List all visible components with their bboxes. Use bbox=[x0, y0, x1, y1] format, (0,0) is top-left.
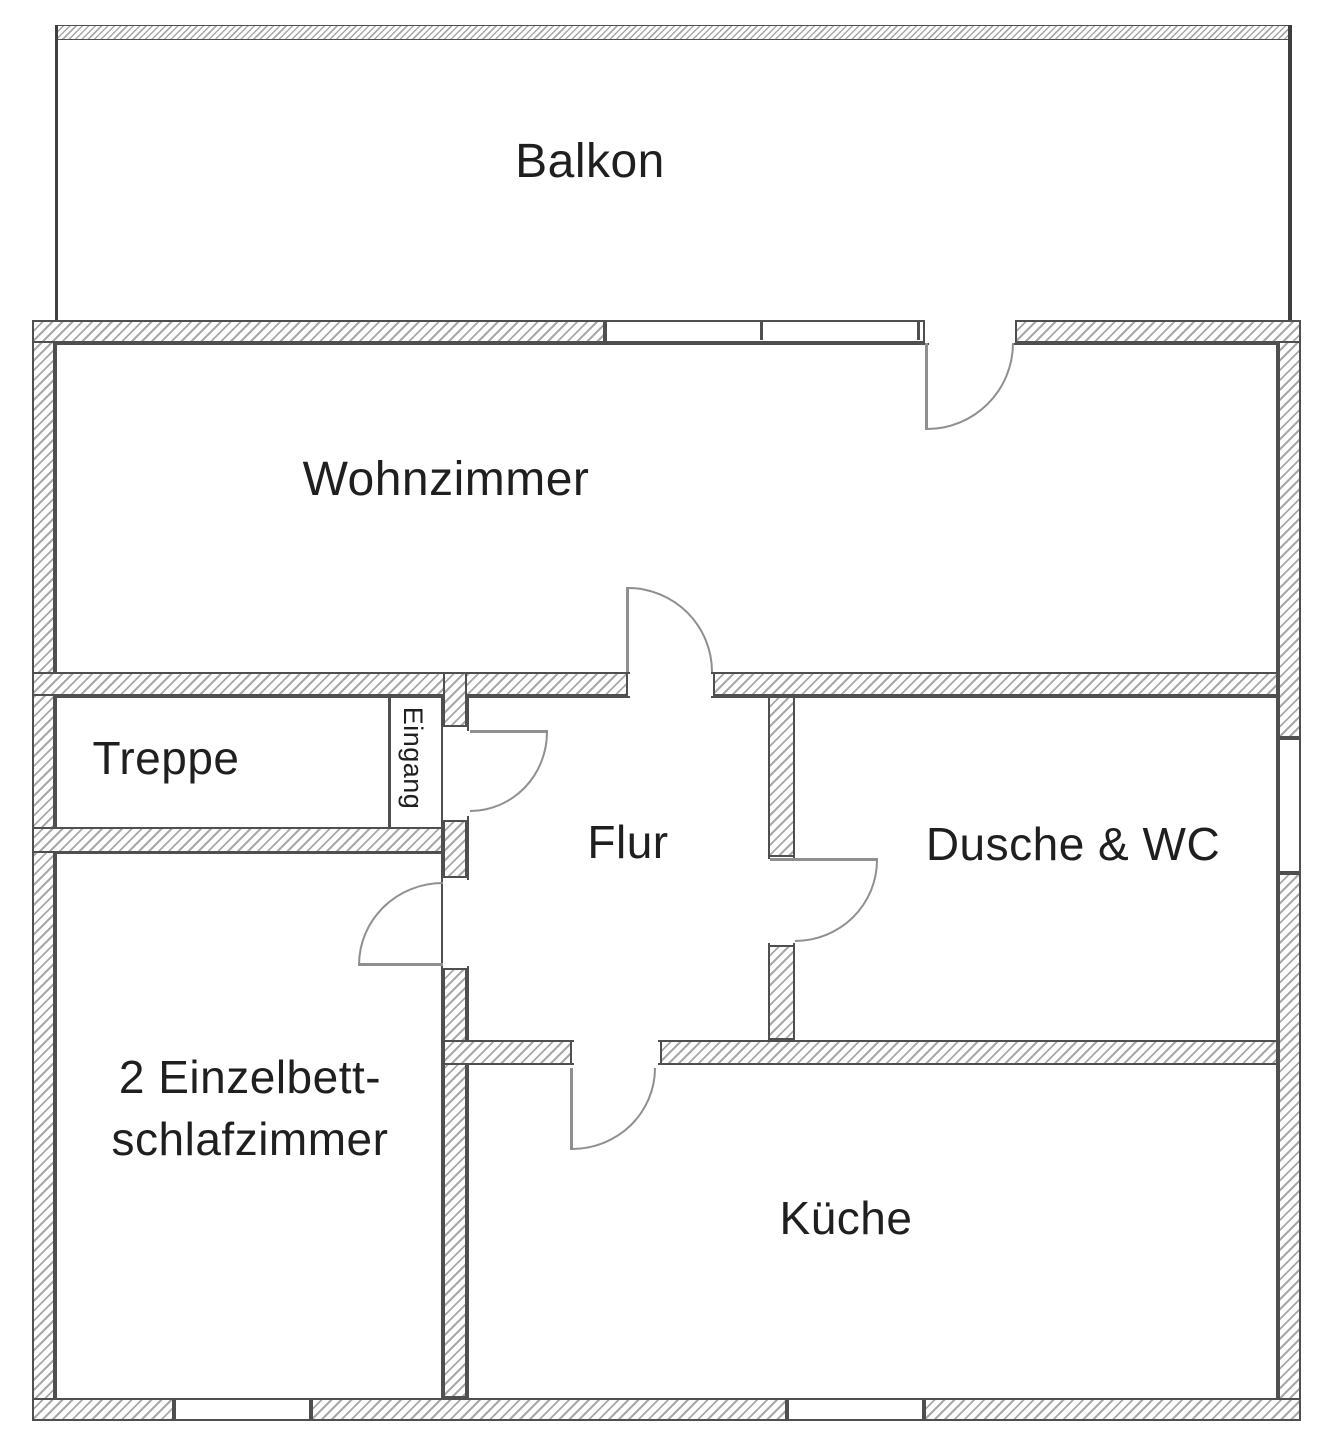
opening-flur-kueche bbox=[574, 1039, 658, 1068]
wall-flur-dusche-upper bbox=[768, 696, 795, 857]
wall-outer-bottom-b bbox=[311, 1398, 787, 1421]
wall-outer-bottom-c bbox=[924, 1398, 1301, 1421]
label-dusche-wc: Dusche & WC bbox=[925, 818, 1221, 870]
wall-outer-right-upper bbox=[1278, 320, 1301, 738]
label-eingang: Eingang bbox=[398, 706, 428, 810]
wall-kueche-top-right bbox=[660, 1040, 1278, 1065]
balcony-rail-top bbox=[57, 25, 1290, 40]
wall-core-strip-upper bbox=[443, 672, 467, 727]
label-flur: Flur bbox=[587, 816, 669, 868]
window-dusche-right bbox=[1278, 738, 1301, 873]
eingang-divider-line bbox=[388, 698, 391, 827]
label-wohnzimmer: Wohnzimmer bbox=[302, 453, 590, 506]
balcony-rail-left bbox=[55, 25, 58, 321]
wall-outer-top-right bbox=[1015, 320, 1301, 343]
opening-eingang-flur bbox=[464, 731, 471, 816]
label-schlafzimmer: 2 Einzelbett- schlafzimmer bbox=[57, 1046, 443, 1170]
room-treppe bbox=[55, 696, 443, 829]
wall-wohnzimmer-bottom-left bbox=[32, 672, 628, 696]
window-balcony-mullion-2 bbox=[917, 322, 920, 340]
opening-wohnzimmer-flur bbox=[630, 669, 711, 701]
wall-kueche-top-left bbox=[443, 1040, 572, 1065]
opening-flur-schlafzimmer bbox=[464, 880, 471, 966]
label-treppe: Treppe bbox=[92, 732, 240, 784]
balcony-rail-right bbox=[1288, 25, 1292, 321]
label-schlafzimmer-line2: schlafzimmer bbox=[111, 1113, 389, 1165]
window-balcony bbox=[605, 320, 925, 343]
door-wohnzimmer-leaf bbox=[626, 587, 629, 672]
wall-core-strip-middle bbox=[443, 820, 467, 878]
door-kueche-leaf bbox=[570, 1068, 573, 1150]
wall-core-strip-lower bbox=[443, 968, 467, 1398]
door-eingang-leaf bbox=[470, 730, 548, 733]
wall-outer-bottom-a bbox=[32, 1398, 174, 1421]
window-kueche-bottom bbox=[787, 1398, 924, 1421]
wall-treppe-bottom bbox=[32, 827, 443, 853]
label-schlafzimmer-line1: 2 Einzelbett- bbox=[118, 1051, 382, 1103]
wall-outer-right-lower bbox=[1278, 873, 1301, 1421]
wall-flur-dusche-lower bbox=[768, 945, 795, 1040]
window-balcony-mullion-1 bbox=[760, 322, 763, 340]
label-balkon: Balkon bbox=[515, 135, 665, 188]
wall-outer-top-left bbox=[32, 320, 605, 343]
door-balcony-leaf bbox=[925, 343, 928, 430]
opening-flur-dusche bbox=[766, 859, 798, 943]
label-kueche: Küche bbox=[779, 1192, 913, 1244]
wall-outer-left bbox=[32, 320, 55, 1421]
wall-wohnzimmer-bottom-right bbox=[713, 672, 1278, 696]
window-schlafzimmer-bottom bbox=[174, 1398, 311, 1421]
